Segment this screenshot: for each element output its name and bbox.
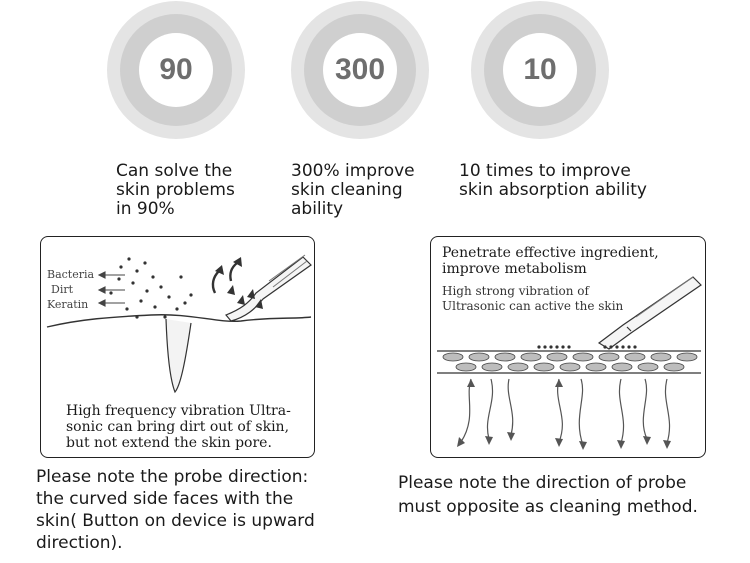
- ring-graphic: [291, 1, 429, 139]
- absorption-subtitle: High strong vibration of Ultrasonic can …: [442, 284, 624, 313]
- pollutant-labels: Bacteria Dirt Keratin: [47, 267, 94, 312]
- cleaning-description: High frequency vibration Ultra- sonic ca…: [66, 403, 291, 451]
- stat-value: 10: [523, 53, 557, 86]
- absorption-diagram-panel: Penetrate effective ingredient, improve …: [430, 236, 706, 458]
- absorption-title: Penetrate effective ingredient, improve …: [442, 245, 659, 277]
- label-keratin: Keratin: [47, 298, 89, 311]
- stat-value: 300: [334, 53, 386, 86]
- ring-graphic: [471, 1, 609, 139]
- stat-caption-90: Can solve the skin problems in 90%: [116, 161, 235, 219]
- label-bacteria: Bacteria: [47, 268, 95, 281]
- stat-caption-10: 10 times to improve skin absorption abil…: [459, 161, 647, 200]
- cleaning-diagram-panel: Bacteria Dirt Keratin High frequency vib…: [40, 236, 315, 458]
- absorption-illustration: [437, 276, 702, 450]
- stat-circle-10: 10: [470, 0, 610, 140]
- stat-caption-300: 300% improve skin cleaning ability: [291, 161, 415, 219]
- stat-value: 90: [159, 53, 193, 86]
- label-dirt: Dirt: [51, 283, 74, 296]
- opposite-direction-note: Please note the direction of probe must …: [398, 473, 698, 517]
- probe-direction-note: Please note the probe direction: the cur…: [36, 467, 315, 553]
- cleaning-illustration: [46, 254, 312, 394]
- stat-circle-90: 90: [106, 0, 246, 140]
- stat-circle-300: 300: [290, 0, 430, 140]
- ring-graphic: [107, 1, 245, 139]
